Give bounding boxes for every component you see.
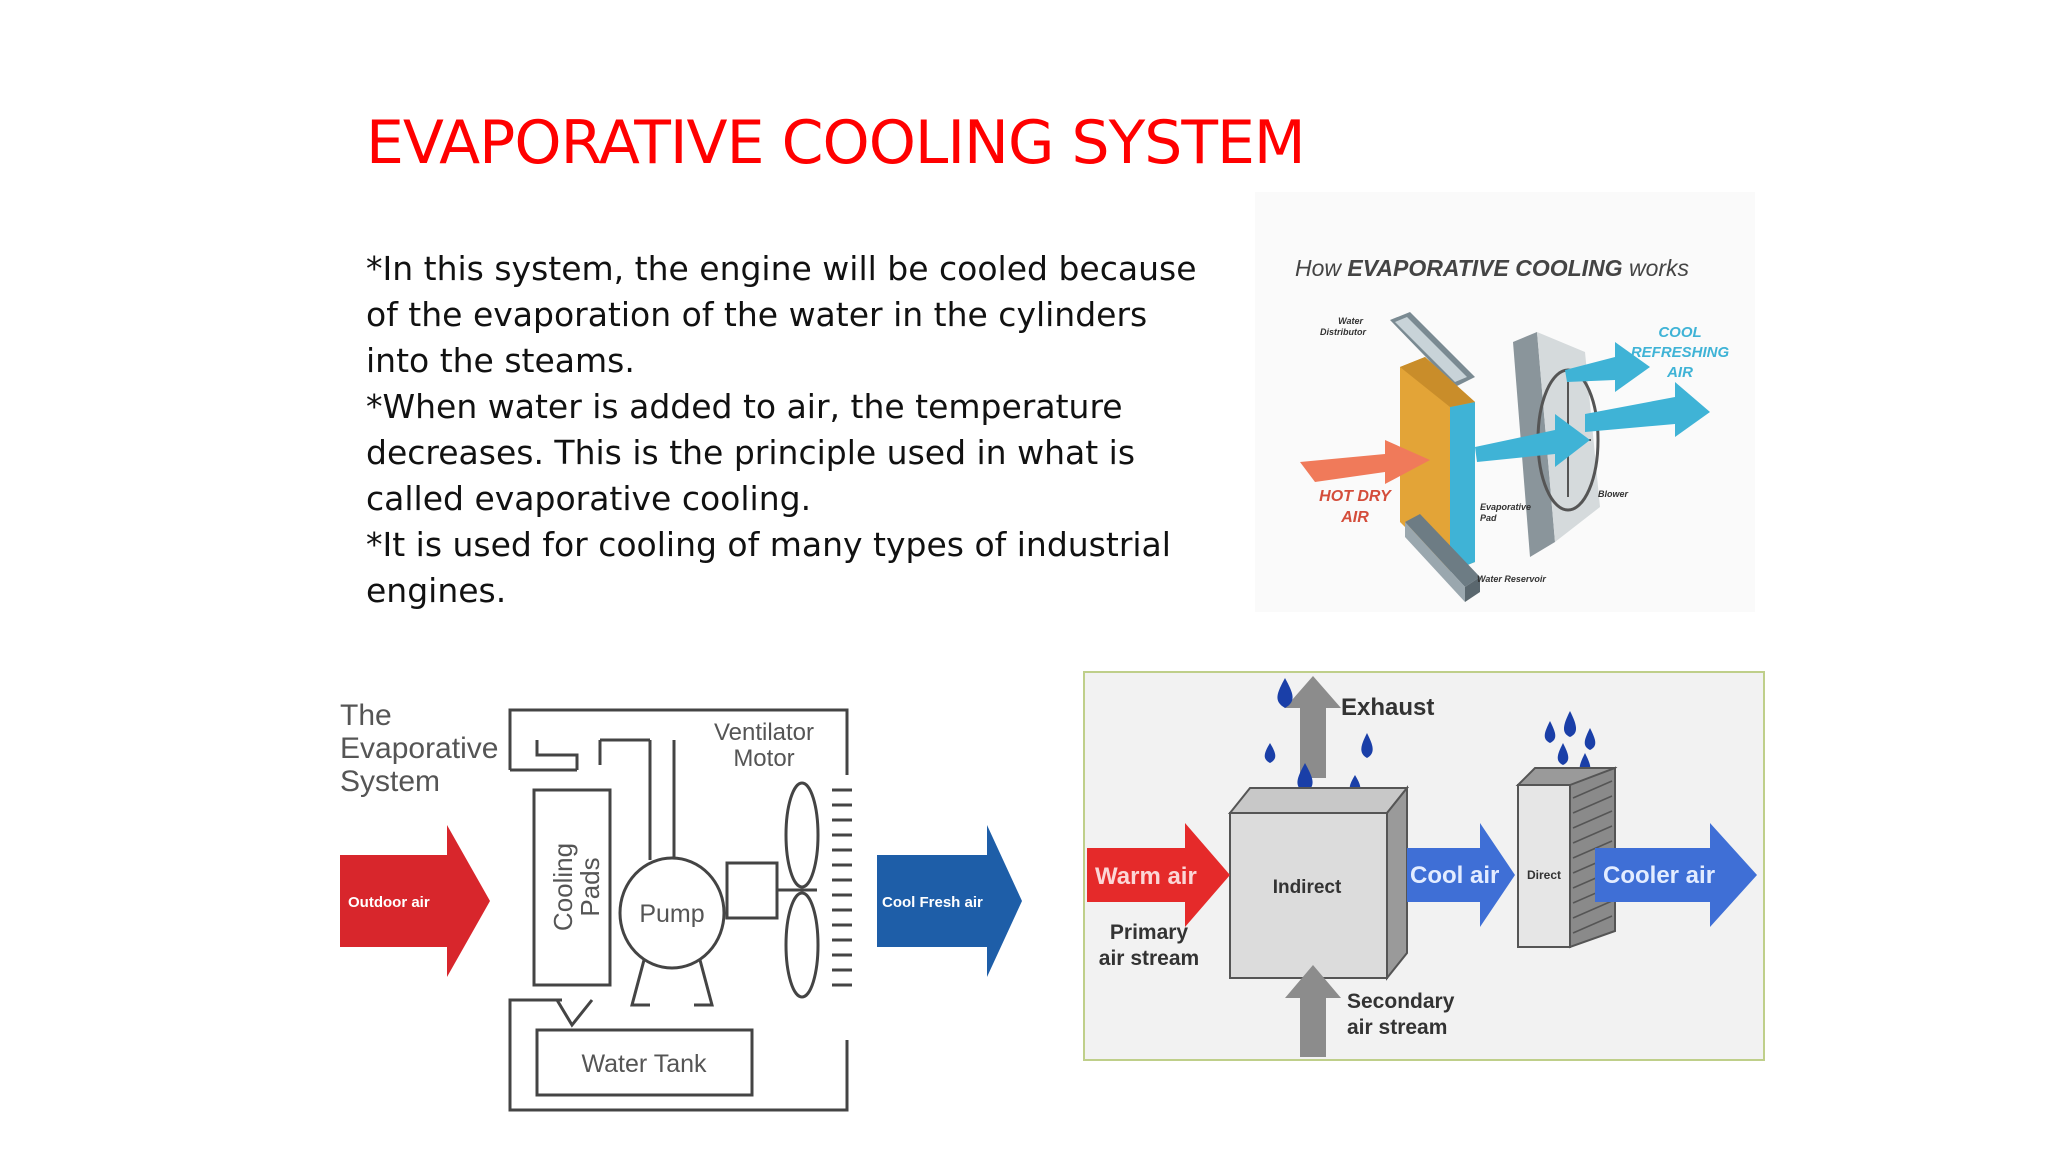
cool-fresh-air-arrow	[877, 825, 1022, 977]
hot-air-arrow	[1300, 440, 1430, 484]
bullet-2: *When water is added to air, the tempera…	[366, 387, 1136, 518]
cooling-pads-box	[532, 788, 612, 987]
secondary-air-arrow	[1285, 965, 1341, 1057]
slide-body: *In this system, the engine will be cool…	[366, 246, 1206, 614]
cooling-pads-label: CoolingPads	[548, 843, 605, 931]
vent-grille	[832, 788, 852, 987]
bullet-3: *It is used for cooling of many types of…	[366, 525, 1171, 610]
water-tank-label: Water Tank	[581, 1050, 707, 1078]
housing-outline	[508, 708, 849, 1112]
bullet-1: *In this system, the engine will be cool…	[366, 249, 1197, 380]
fan-blades-icon	[784, 781, 820, 999]
cool-air-arrow	[1407, 823, 1515, 927]
cooler-air-label: Cooler air	[1603, 862, 1715, 889]
cool-fresh-air-label: Cool Fresh air	[882, 894, 983, 911]
direct-label: Direct	[1527, 868, 1561, 882]
cool-air-arrows	[1475, 342, 1710, 467]
cooler-air-arrow	[1595, 823, 1757, 927]
warm-air-arrow	[1087, 823, 1230, 927]
indirect-label: Indirect	[1273, 877, 1342, 898]
fig-top-heading: How EVAPORATIVE COOLING works	[1295, 255, 1690, 281]
direct-pad-box	[1515, 766, 1618, 949]
pump-icon	[618, 856, 726, 970]
exhaust-label: Exhaust	[1341, 694, 1434, 721]
motor-box	[725, 861, 779, 920]
exhaust-arrow	[1285, 676, 1341, 778]
outdoor-air-arrow	[340, 825, 490, 977]
water-tank-box	[535, 1028, 754, 1097]
slide-title: EVAPORATIVE COOLING SYSTEM	[366, 108, 1306, 178]
warm-air-label: Warm air	[1095, 863, 1197, 890]
pump-pipes	[555, 959, 714, 1028]
indirect-exchanger-box	[1227, 785, 1410, 981]
water-reservoir-icon	[1405, 514, 1480, 602]
pump-label: Pump	[639, 900, 704, 928]
cool-air-label: Cool air	[1410, 862, 1499, 889]
blower-label: Blower	[1598, 489, 1629, 499]
water-reservoir-label: Water Reservoir	[1477, 574, 1546, 584]
water-distributor-icon	[1390, 312, 1475, 387]
indirect-direct-cooling-diagram: Exhaust Indirect	[1083, 671, 1765, 1061]
outdoor-air-label: Outdoor air	[348, 894, 430, 911]
